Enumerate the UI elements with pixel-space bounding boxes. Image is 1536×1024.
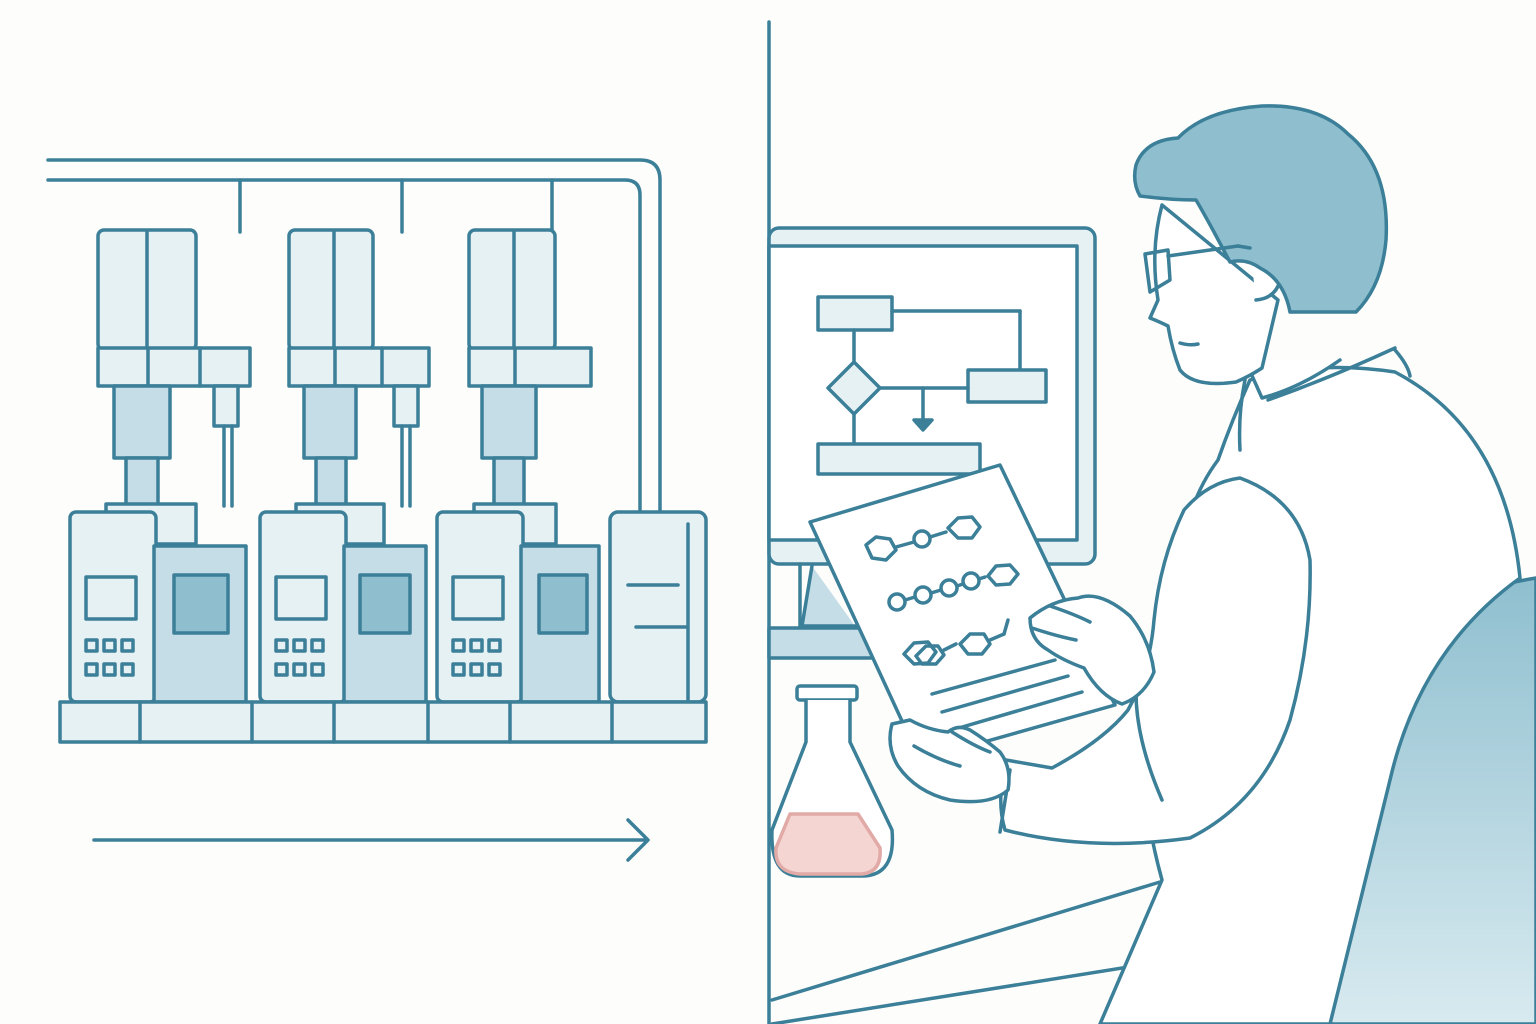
arm: [999, 476, 1312, 846]
hair: [1132, 104, 1389, 314]
molecule-row: [864, 515, 982, 562]
arrow-right-icon: [92, 818, 650, 862]
reactor-unit: [68, 228, 252, 704]
molecule-document-icon: [808, 463, 1117, 762]
molecule-row: [902, 618, 1010, 666]
scientist-figure: [998, 104, 1522, 1024]
base-platform: [58, 700, 708, 744]
reactor-unit: [258, 228, 431, 704]
flowchart-icon: [816, 295, 1048, 476]
glasses-icon: [1143, 244, 1252, 294]
side-cabinet: [608, 510, 708, 704]
hands: [888, 594, 1156, 804]
reactor-station-icon: [46, 158, 708, 744]
reactor-unit: [435, 228, 601, 704]
molecule-row: [887, 563, 1020, 612]
erlenmeyer-flask-icon: [770, 684, 895, 878]
face: [1148, 203, 1280, 386]
